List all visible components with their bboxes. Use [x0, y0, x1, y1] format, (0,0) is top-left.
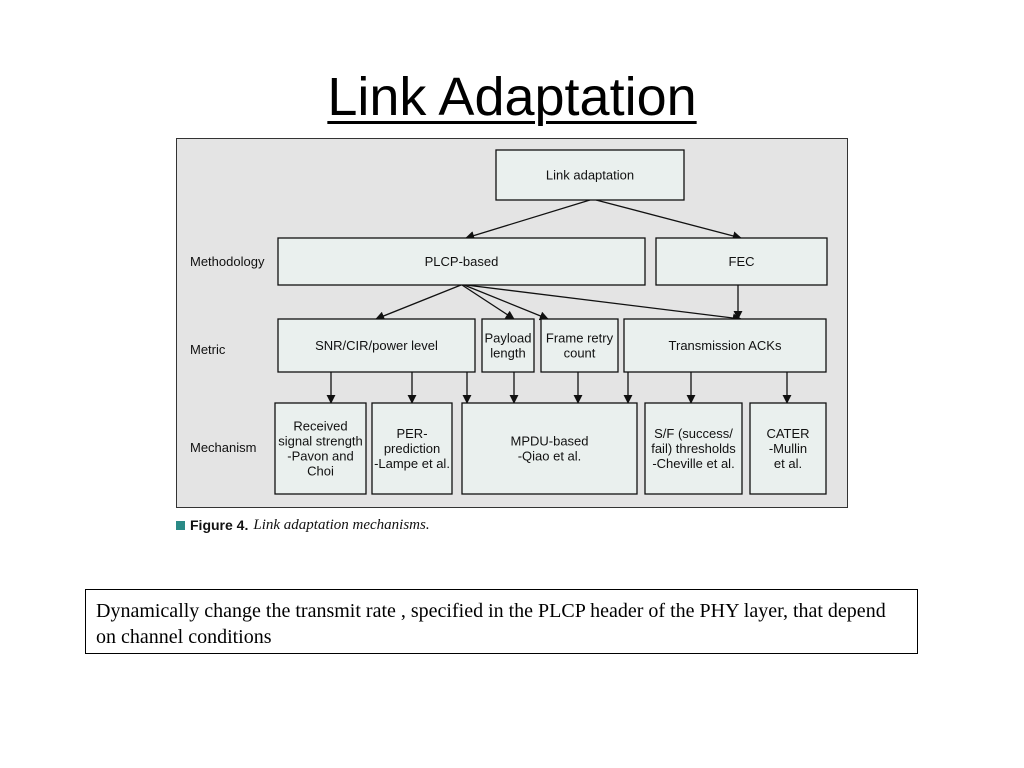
caption-text: Link adaptation mechanisms. — [253, 517, 430, 533]
figure-caption: Figure 4. Link adaptation mechanisms. — [176, 514, 430, 536]
node-plcp: PLCP-based — [277, 237, 646, 286]
node-label-root: Link adaptation — [546, 168, 634, 183]
diagram-edges — [326, 199, 792, 404]
caption-label: Figure 4. — [190, 517, 249, 533]
node-label-received: -Pavon and — [287, 449, 354, 464]
row-label-metric: Metric — [190, 342, 226, 357]
node-acks: Transmission ACKs — [623, 318, 827, 373]
node-sf: S/F (success/fail) thresholds-Cheville e… — [644, 402, 743, 495]
node-label-per: -Lampe et al. — [374, 456, 450, 471]
node-label-sf: S/F (success/ — [654, 426, 733, 441]
node-label-payload: Payload — [485, 331, 532, 346]
node-label-received: Received — [293, 419, 347, 434]
node-box-per — [371, 402, 453, 495]
node-fec: FEC — [655, 237, 828, 286]
node-box-fec — [655, 237, 828, 286]
node-label-received: signal strength — [278, 434, 363, 449]
node-box-retry — [540, 318, 619, 373]
node-label-retry: count — [564, 346, 596, 361]
node-label-mpdu: -Qiao et al. — [518, 449, 582, 464]
node-box-mpdu — [461, 402, 638, 495]
node-label-cater: -Mullin — [769, 441, 807, 456]
node-label-per: prediction — [384, 441, 440, 456]
node-box-cater — [749, 402, 827, 495]
edge-root-to-plcp — [465, 199, 591, 240]
node-box-snr — [277, 318, 476, 373]
edge-plcp-to-snr — [375, 284, 462, 321]
node-label-retry: Frame retry — [546, 331, 614, 346]
node-label-cater: CATER — [766, 426, 809, 441]
node-label-cater: et al. — [774, 456, 802, 471]
edge-plcp-to-payload — [461, 284, 515, 320]
node-per: PER-prediction-Lampe et al. — [371, 402, 453, 495]
node-label-snr: SNR/CIR/power level — [315, 338, 438, 353]
node-box-received — [274, 402, 367, 495]
edge-plcp-to-acks — [465, 284, 742, 323]
node-label-fec: FEC — [729, 254, 755, 269]
node-box-root — [495, 149, 685, 201]
node-label-payload: length — [490, 346, 525, 361]
description-box: Dynamically change the transmit rate , s… — [85, 589, 918, 654]
row-label-methodology: Methodology — [190, 254, 265, 269]
node-label-per: PER- — [396, 426, 427, 441]
node-label-sf: -Cheville et al. — [652, 456, 734, 471]
node-label-acks: Transmission ACKs — [669, 338, 782, 353]
node-box-plcp — [277, 237, 646, 286]
node-label-received: Choi — [307, 464, 334, 479]
node-box-sf — [644, 402, 743, 495]
row-label-mechanism: Mechanism — [190, 440, 256, 455]
node-mpdu: MPDU-based-Qiao et al. — [461, 402, 638, 495]
slide-title: Link Adaptation — [327, 67, 697, 127]
node-label-sf: fail) thresholds — [651, 441, 736, 456]
node-box-payload — [481, 318, 535, 373]
node-label-mpdu: MPDU-based — [510, 434, 588, 449]
node-root: Link adaptation — [495, 149, 685, 201]
edge-root-to-fec — [595, 199, 742, 241]
node-snr: SNR/CIR/power level — [277, 318, 476, 373]
node-box-acks — [623, 318, 827, 373]
node-label-plcp: PLCP-based — [425, 254, 499, 269]
edge-plcp-to-retry — [463, 284, 549, 321]
caption-square-icon — [176, 520, 185, 530]
